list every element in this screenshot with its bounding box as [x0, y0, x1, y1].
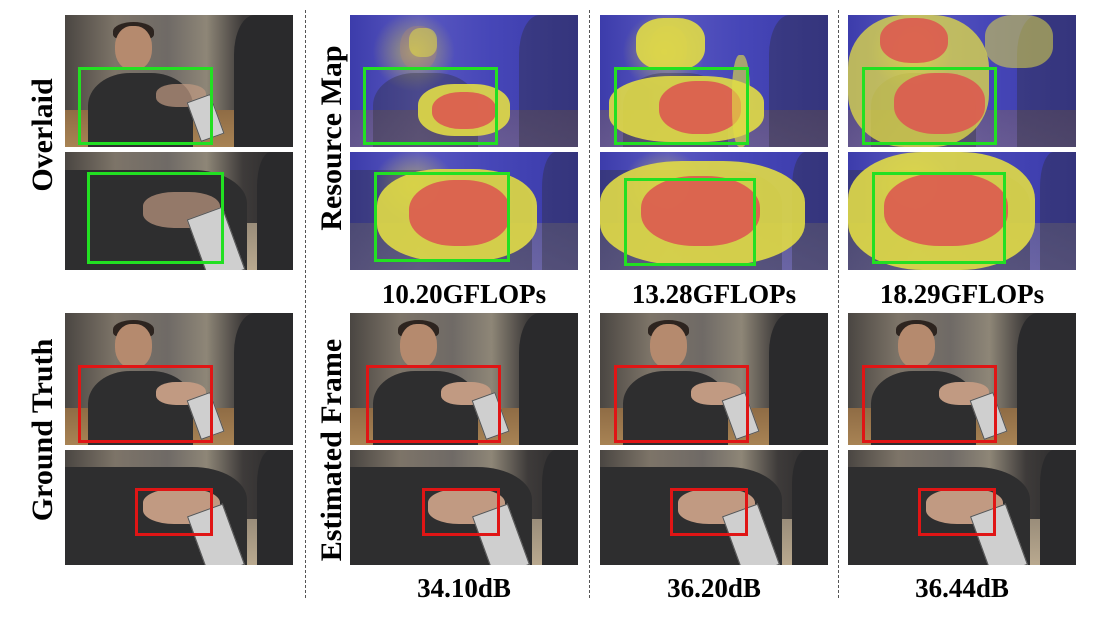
estimated-zoom-3	[848, 450, 1076, 565]
ground-truth-frame	[65, 313, 293, 445]
resource-map-2-zoom	[600, 152, 828, 270]
row-label-ground-truth: Ground Truth	[26, 338, 59, 522]
overlaid-frame	[65, 15, 293, 147]
resource-caption-1: 10.20GFLOPs	[381, 279, 547, 309]
row-label-resource-map: Resource Map	[315, 45, 348, 231]
resource-map-3-zoom	[848, 152, 1076, 270]
row-label-overlaid: Overlaid	[26, 78, 59, 192]
resource-caption-2: 13.28GFLOPs	[631, 279, 797, 309]
estimated-zoom-1	[350, 450, 578, 565]
resource-map-1-frame	[350, 15, 578, 147]
ground-truth-zoom	[65, 450, 293, 565]
separator-2	[589, 10, 590, 598]
resource-map-2-frame	[600, 15, 828, 147]
quality-caption-1: 34.10dB	[417, 573, 511, 603]
separator-3	[838, 10, 839, 598]
resource-map-1-zoom	[350, 152, 578, 270]
estimated-frame-3	[848, 313, 1076, 445]
overlaid-zoom	[65, 152, 293, 270]
quality-caption-2: 36.20dB	[667, 573, 761, 603]
quality-caption-3: 36.44dB	[915, 573, 1009, 603]
estimated-frame-1	[350, 313, 578, 445]
estimated-zoom-2	[600, 450, 828, 565]
separator-1	[305, 10, 306, 598]
row-label-estimated-frame: Estimated Frame	[315, 338, 348, 562]
estimated-frame-2	[600, 313, 828, 445]
resource-map-3-frame	[848, 15, 1076, 147]
resource-caption-3: 18.29GFLOPs	[879, 279, 1045, 309]
